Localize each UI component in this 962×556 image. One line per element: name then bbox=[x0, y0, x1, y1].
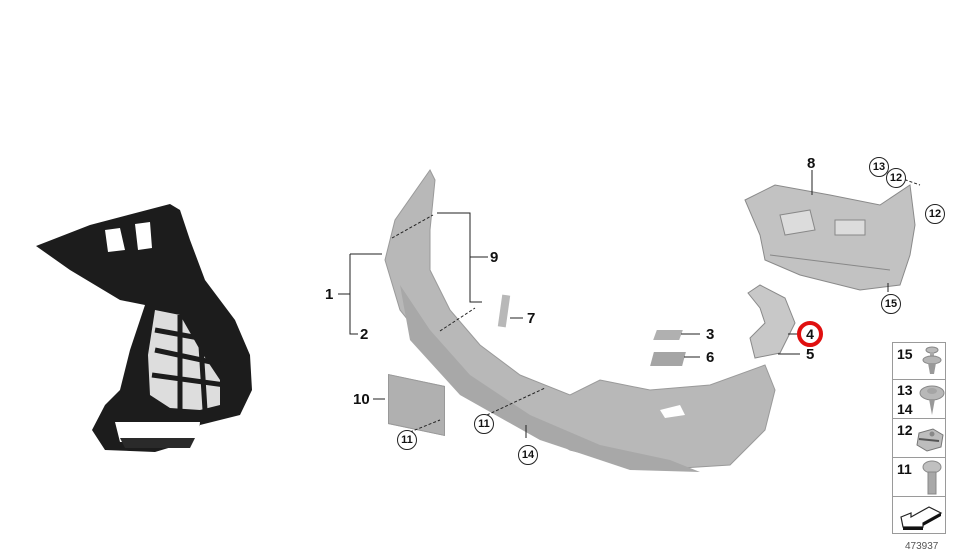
legend-item-12: 12 bbox=[892, 418, 946, 458]
circled-callout-11: 11 bbox=[474, 414, 494, 434]
callout-2: 2 bbox=[360, 326, 369, 343]
bracket-photo bbox=[36, 204, 252, 452]
callout-9: 9 bbox=[490, 249, 499, 266]
bumper-illustration bbox=[384, 169, 776, 472]
callout-4-highlighted: 4 bbox=[797, 321, 823, 347]
diagram-reference-number: 473937 bbox=[905, 541, 939, 552]
circled-callout-11: 11 bbox=[397, 430, 417, 450]
circled-callout-14: 14 bbox=[518, 445, 538, 465]
callout-5: 5 bbox=[806, 346, 815, 363]
legend-item-15: 15 bbox=[892, 342, 946, 380]
callout-7: 7 bbox=[527, 310, 536, 327]
carrier-illustration bbox=[744, 184, 916, 291]
direction-arrow-icon bbox=[900, 506, 943, 530]
circled-callout-12: 12 bbox=[886, 168, 906, 188]
legend-item-direction bbox=[892, 496, 946, 534]
fastener-legend: 15 13 14 12 11 bbox=[892, 342, 946, 534]
washer-screw-icon bbox=[919, 385, 945, 415]
circled-callout-15: 15 bbox=[881, 294, 901, 314]
legend-item-11: 11 bbox=[892, 457, 946, 497]
callout-8: 8 bbox=[807, 155, 816, 172]
callout-1: 1 bbox=[325, 286, 334, 303]
oval-head-screw-icon bbox=[922, 460, 942, 495]
legend-item-13-14: 13 14 bbox=[892, 379, 946, 419]
bracket-part-4 bbox=[747, 284, 796, 359]
callout-3: 3 bbox=[706, 326, 715, 343]
circled-callout-12: 12 bbox=[925, 204, 945, 224]
push-rivet-icon bbox=[922, 346, 942, 374]
callout-6: 6 bbox=[706, 349, 715, 366]
circled-callout-13: 13 bbox=[869, 157, 889, 177]
callout-10: 10 bbox=[353, 391, 370, 408]
clip-nut-icon bbox=[916, 428, 944, 452]
